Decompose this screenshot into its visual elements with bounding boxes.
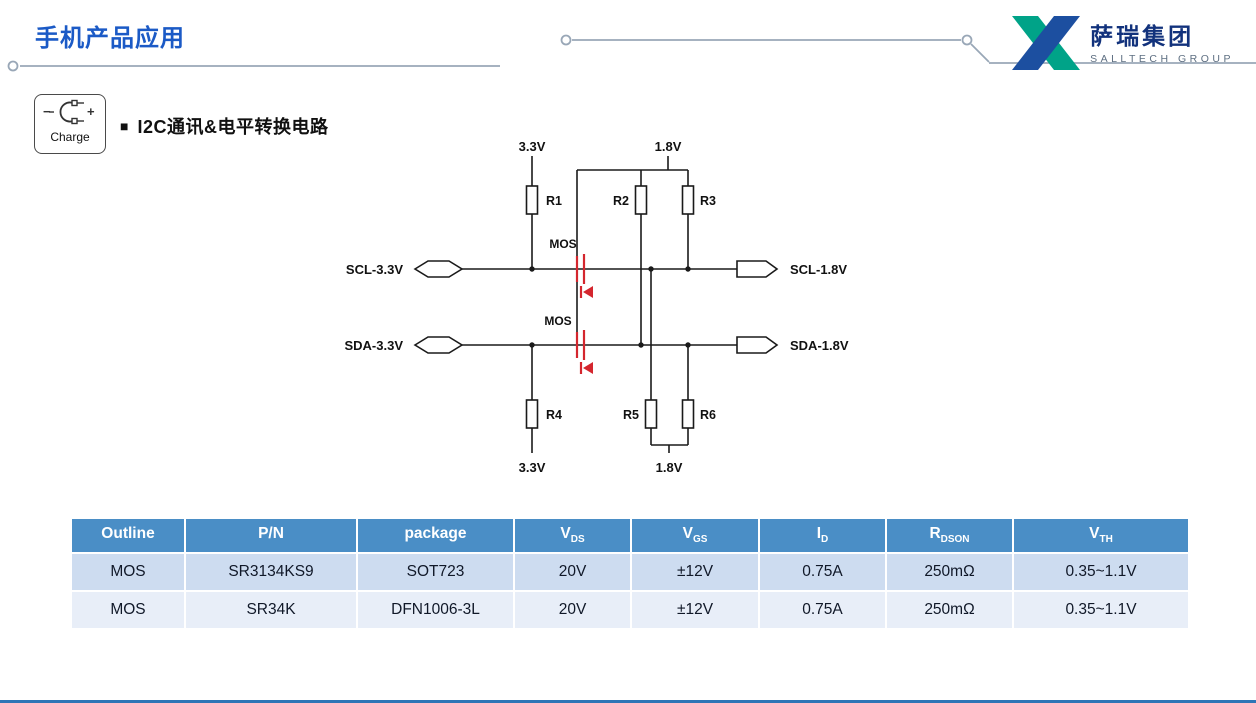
- mosfet-q2-icon: [575, 330, 593, 374]
- r1-label: R1: [546, 194, 562, 208]
- col-header-outline: Outline: [72, 519, 184, 552]
- scl-1v8-label: SCL-1.8V: [790, 262, 847, 277]
- col-header-vgs: VGS: [632, 519, 758, 552]
- resistor-symbols: [525, 185, 695, 429]
- mosfet-q1-icon: [575, 254, 593, 298]
- cell-vds: 20V: [515, 592, 630, 628]
- r5-label: R5: [623, 408, 639, 422]
- io-connectors: [413, 260, 779, 354]
- cell-pn: SR3134KS9: [186, 554, 356, 590]
- scl-3v3-label: SCL-3.3V: [346, 262, 403, 277]
- resistor-r2: [634, 185, 648, 215]
- resistor-r3: [681, 185, 695, 215]
- col-header-vth: VTH: [1014, 519, 1188, 552]
- charger-coil: [59, 101, 74, 123]
- cell-vth: 0.35~1.1V: [1014, 554, 1188, 590]
- circuit-diagram: 3.3V 1.8V R1 R2 R3 MOS MOS SCL-3.3V SCL-…: [344, 139, 849, 475]
- cell-pn: SR34K: [186, 592, 356, 628]
- junction-dots: [529, 266, 691, 348]
- charger-icon: − +: [43, 99, 95, 125]
- r2-label: R2: [613, 194, 629, 208]
- r4-label: R4: [546, 408, 562, 422]
- charge-badge: − + Charge: [34, 94, 106, 154]
- cell-outline: MOS: [72, 554, 184, 590]
- section-heading: ■ I2C通讯&电平转换电路: [120, 113, 328, 139]
- connector-sda-right: [736, 336, 779, 354]
- table-row: MOS SR3134KS9 SOT723 20V ±12V 0.75A 250m…: [72, 554, 1188, 590]
- rail-3v3-top-label: 3.3V: [519, 139, 546, 154]
- table-header-row: Outline P/N package VDS VGS ID RDSON VTH: [72, 519, 1188, 552]
- logo-mark-icon: [1012, 16, 1081, 70]
- sda-1v8-label: SDA-1.8V: [790, 338, 849, 353]
- connector-scl-right: [736, 260, 779, 278]
- logo-company-name: 萨瑞集团: [1090, 22, 1195, 49]
- charger-pin-bottom: [71, 117, 78, 125]
- r3-label: R3: [700, 194, 716, 208]
- r6-label: R6: [700, 408, 716, 422]
- cell-rdson: 250mΩ: [887, 592, 1012, 628]
- rail-1v8-bottom-label: 1.8V: [656, 460, 683, 475]
- section-title-text: I2C通讯&电平转换电路: [137, 117, 329, 137]
- connector-sda-left: [413, 336, 464, 354]
- company-logo: 萨瑞集团 SALLTECH GROUP: [1010, 16, 1234, 72]
- col-header-rdson: RDSON: [887, 519, 1012, 552]
- logo-navy-shape: [1012, 16, 1081, 70]
- resistor-r1: [525, 185, 539, 215]
- mos1-label: MOS: [549, 237, 576, 251]
- cell-vds: 20V: [515, 554, 630, 590]
- cell-id: 0.75A: [760, 554, 885, 590]
- cell-package: SOT723: [358, 554, 513, 590]
- cell-vgs: ±12V: [632, 554, 758, 590]
- cell-vgs: ±12V: [632, 592, 758, 628]
- rail-1v8-top-label: 1.8V: [655, 139, 682, 154]
- col-header-id: ID: [760, 519, 885, 552]
- charge-label: Charge: [50, 130, 90, 144]
- mos2-label: MOS: [544, 314, 571, 328]
- footer-accent-line: [0, 700, 1256, 703]
- col-header-vds: VDS: [515, 519, 630, 552]
- plus-sign: +: [87, 104, 95, 119]
- page-title: 手机产品应用: [35, 25, 185, 52]
- charger-pin-top: [71, 99, 78, 107]
- col-header-pn: P/N: [186, 519, 356, 552]
- resistor-r4: [525, 399, 539, 429]
- cell-id: 0.75A: [760, 592, 885, 628]
- divider-end-circles: [7, 34, 973, 72]
- logo-subtitle: SALLTECH GROUP: [1090, 53, 1234, 66]
- circuit-wires: [462, 156, 737, 453]
- minus-sign: −: [43, 104, 51, 119]
- resistor-r6: [681, 399, 695, 429]
- logo-text: 萨瑞集团 SALLTECH GROUP: [1090, 23, 1234, 66]
- cell-rdson: 250mΩ: [887, 554, 1012, 590]
- connector-scl-left: [413, 260, 464, 278]
- resistor-r5: [644, 399, 658, 429]
- col-header-package: package: [358, 519, 513, 552]
- square-bullet-icon: ■: [120, 118, 129, 134]
- cell-vth: 0.35~1.1V: [1014, 592, 1188, 628]
- cell-outline: MOS: [72, 592, 184, 628]
- cell-package: DFN1006-3L: [358, 592, 513, 628]
- rail-3v3-bottom-label: 3.3V: [519, 460, 546, 475]
- table-row: MOS SR34K DFN1006-3L 20V ±12V 0.75A 250m…: [72, 592, 1188, 628]
- sda-3v3-label: SDA-3.3V: [344, 338, 403, 353]
- spec-table: Outline P/N package VDS VGS ID RDSON VTH…: [70, 517, 1190, 630]
